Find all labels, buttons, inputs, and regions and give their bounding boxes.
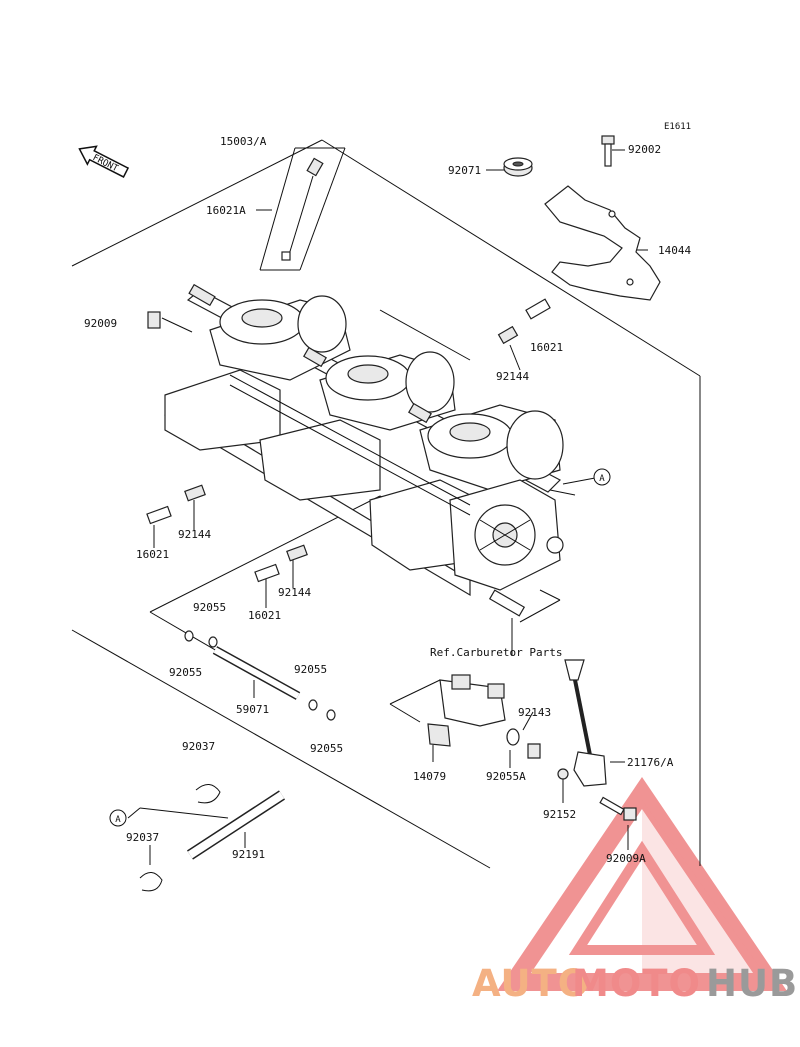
label-16021-right: 16021	[530, 341, 563, 354]
svg-text:A: A	[115, 815, 121, 825]
nut-92152	[557, 768, 569, 780]
bolt-92002	[601, 135, 615, 167]
watermark-text: AUTO MOTO HUB	[472, 962, 798, 1005]
o-ring-92055A	[506, 728, 520, 746]
label-16021-middle: 16021	[248, 609, 281, 622]
label-92144-left: 92144	[178, 528, 211, 541]
o-ring-92055-d	[326, 709, 336, 721]
label-14079: 14079	[413, 770, 446, 783]
grommet-92071	[503, 157, 533, 177]
label-92071: 92071	[448, 164, 481, 177]
label-92055-a: 92055	[193, 601, 226, 614]
watermark-logo	[497, 776, 787, 991]
o-ring-92055-a	[184, 630, 194, 642]
label-92152: 92152	[543, 808, 576, 821]
label-92009: 92009	[84, 317, 117, 330]
label-92037-b: 92037	[126, 831, 159, 844]
label-59071: 59071	[236, 703, 269, 716]
o-ring-92055-c	[308, 699, 318, 711]
label-21176A: 21176/A	[627, 756, 674, 769]
bracket-14044	[544, 185, 661, 301]
watermark-triangle-shade	[642, 800, 770, 982]
label-92037-a: 92037	[182, 740, 215, 753]
label-16021-left: 16021	[136, 548, 169, 561]
label-15003A: 15003/A	[220, 135, 267, 148]
label-92191: 92191	[232, 848, 265, 861]
watermark-auto: AUTO	[472, 962, 590, 1005]
leader-lines	[127, 149, 648, 865]
callout-a-upper: A	[593, 468, 611, 486]
label-92009A: 92009A	[606, 852, 646, 865]
callout-a-lower: A	[109, 809, 127, 827]
bracket-14079	[427, 674, 541, 759]
watermark-hub: HUB	[706, 962, 798, 1005]
ref-carburetor-note: Ref.Carburetor Parts	[430, 646, 562, 659]
fuel-pipe-59071	[184, 630, 336, 721]
front-arrow-icon: FRONT	[78, 145, 130, 178]
watermark-triangle-inner	[568, 840, 716, 955]
clip-92037-a	[195, 784, 221, 804]
screw-92009A	[623, 807, 637, 821]
part-labels: E1611 15003/A 92071 92002 16021A 14044 9…	[84, 122, 691, 865]
screw-16021A	[281, 157, 324, 261]
svg-text:A: A	[599, 474, 605, 484]
diagram-code: E1611	[664, 122, 691, 132]
hose-92191	[139, 784, 286, 892]
label-92143: 92143	[518, 706, 551, 719]
label-92002: 92002	[628, 143, 661, 156]
clip-92037-b	[139, 872, 163, 892]
watermark-moto: MOTO	[572, 962, 701, 1005]
label-14044: 14044	[658, 244, 691, 257]
label-16021A: 16021A	[206, 204, 246, 217]
watermark-triangle-outer	[497, 776, 787, 991]
label-92055-d: 92055	[310, 742, 343, 755]
label-92144-right: 92144	[496, 370, 529, 383]
label-92144-middle: 92144	[278, 586, 311, 599]
label-92055-b: 92055	[169, 666, 202, 679]
o-ring-92055-b	[208, 636, 218, 648]
label-92055A: 92055A	[486, 770, 526, 783]
choke-lever-21176A	[557, 659, 637, 821]
spring-screws	[146, 298, 551, 617]
label-92055-c: 92055	[294, 663, 327, 676]
carburetor-assembly	[164, 283, 576, 597]
